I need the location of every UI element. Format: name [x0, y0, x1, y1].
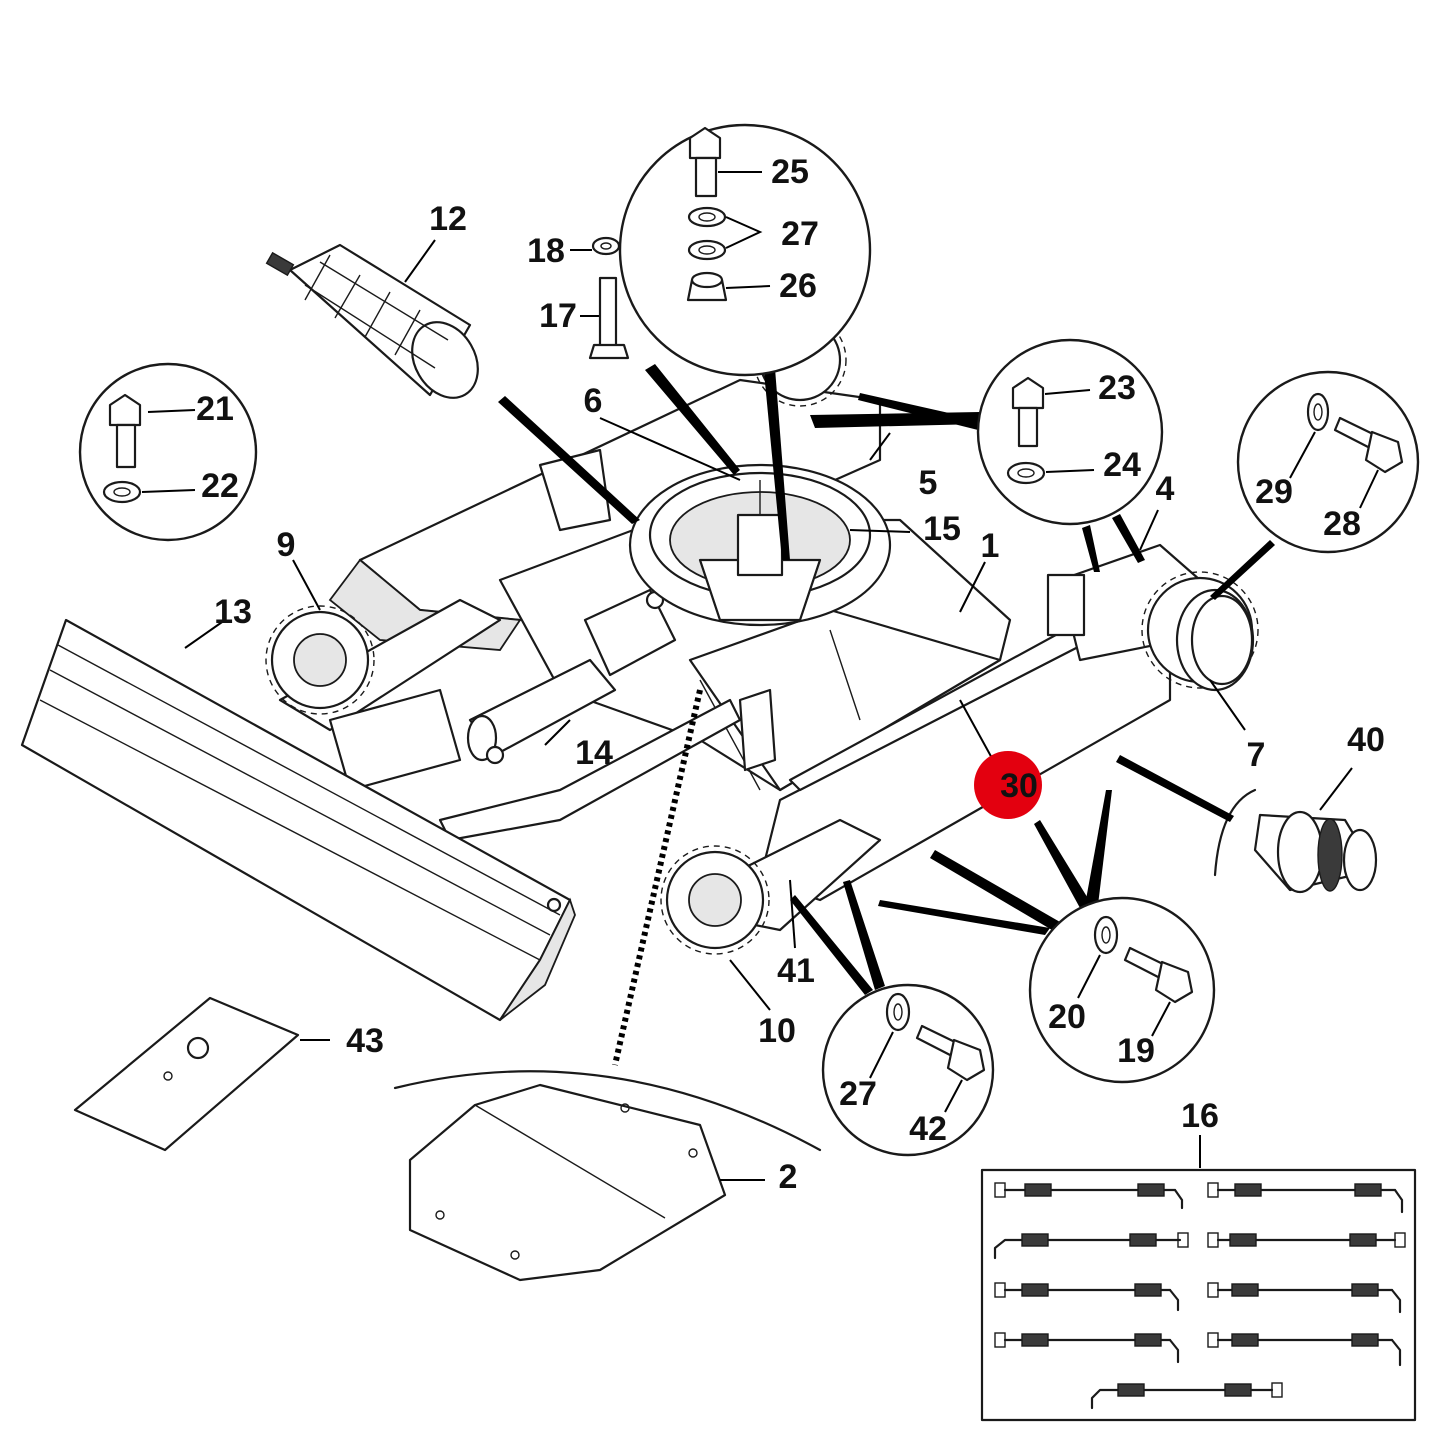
callout-circle-23-24	[976, 338, 1164, 526]
hex-bolt-icon	[108, 393, 142, 469]
slewing-ring	[628, 463, 892, 627]
hydraulic-hose-icon	[1207, 1182, 1404, 1214]
callout-circle-29-28	[1236, 370, 1420, 554]
label-19: 19	[1117, 1032, 1155, 1070]
washer-icon	[1306, 392, 1330, 432]
label-12: 12	[429, 200, 467, 238]
cover-plate-small	[73, 996, 300, 1152]
hex-bolt-icon	[1011, 376, 1045, 448]
label-23: 23	[1098, 369, 1136, 407]
callout-circle-25-27-26	[618, 123, 872, 377]
part-labels: 12 18 17 6 25 27 26 21 22 23 24 5 15 1 4…	[196, 153, 1385, 1196]
label-24: 24	[1103, 446, 1141, 484]
label-16: 16	[1181, 1097, 1219, 1135]
label-5: 5	[919, 464, 938, 502]
label-17: 17	[539, 297, 577, 335]
label-13: 13	[214, 593, 252, 631]
callout-circle-21-22	[78, 362, 258, 542]
label-10: 10	[758, 1012, 796, 1050]
callout-circle-27-42	[821, 983, 995, 1157]
label-30: 30	[1000, 767, 1038, 805]
washer-icon	[102, 480, 142, 504]
hydraulic-hose-icon	[994, 1332, 1180, 1364]
label-1: 1	[981, 527, 1000, 565]
hydraulic-hose-icon	[994, 1282, 1180, 1312]
label-27-bottom: 27	[839, 1075, 877, 1113]
hydraulic-hose-icon	[1207, 1332, 1402, 1367]
label-42: 42	[909, 1110, 947, 1148]
sprocket-icon	[660, 845, 770, 955]
dozer-blade	[20, 618, 576, 1022]
callout-circle-20-19	[1028, 896, 1216, 1084]
hex-bolt-icon	[588, 276, 630, 360]
carrier-roller	[1213, 788, 1378, 894]
hydraulic-hose-icon	[1207, 1282, 1402, 1314]
label-18: 18	[527, 232, 565, 270]
washer-icon	[1093, 915, 1119, 955]
washer-icon	[885, 992, 911, 1032]
leader-lines	[184, 239, 1353, 1181]
label-25: 25	[771, 153, 809, 191]
sprocket-icon	[265, 605, 375, 715]
hydraulic-hose-icon	[993, 1232, 1189, 1260]
belly-guard-plate	[393, 1070, 822, 1282]
track-roller	[265, 243, 479, 399]
label-9: 9	[277, 526, 296, 564]
label-29: 29	[1255, 473, 1293, 511]
hydraulic-hose-icon	[1207, 1232, 1406, 1248]
hydraulic-hose-icon	[994, 1182, 1184, 1210]
label-14: 14	[575, 734, 613, 772]
label-6: 6	[584, 382, 603, 420]
label-20: 20	[1048, 998, 1086, 1036]
washer-icon	[1006, 461, 1046, 485]
label-2: 2	[779, 1158, 798, 1196]
travel-motor	[1175, 588, 1255, 692]
label-15: 15	[923, 510, 961, 548]
hydraulic-hose-icon	[1090, 1382, 1283, 1410]
hex-bolt-icon	[1333, 416, 1404, 474]
hex-bolt-icon	[688, 126, 722, 198]
hex-bolt-icon	[915, 1024, 986, 1082]
washer-icon	[591, 236, 621, 256]
label-4: 4	[1156, 470, 1175, 508]
washer-icon	[687, 206, 727, 228]
label-28: 28	[1323, 505, 1361, 543]
label-27-top: 27	[781, 215, 819, 253]
highlighted-part-30[interactable]: 30	[974, 751, 1042, 819]
washer-icon	[687, 239, 727, 261]
label-21: 21	[196, 390, 234, 428]
hydraulic-hose-kit	[980, 1168, 1417, 1422]
label-22: 22	[201, 467, 239, 505]
label-41: 41	[777, 952, 815, 990]
label-7: 7	[1247, 736, 1266, 774]
label-43: 43	[346, 1022, 384, 1060]
hex-bolt-icon	[1123, 946, 1194, 1004]
label-40: 40	[1347, 721, 1385, 759]
label-26: 26	[779, 267, 817, 305]
nut-icon	[686, 271, 728, 302]
blade-cylinder	[466, 588, 677, 765]
